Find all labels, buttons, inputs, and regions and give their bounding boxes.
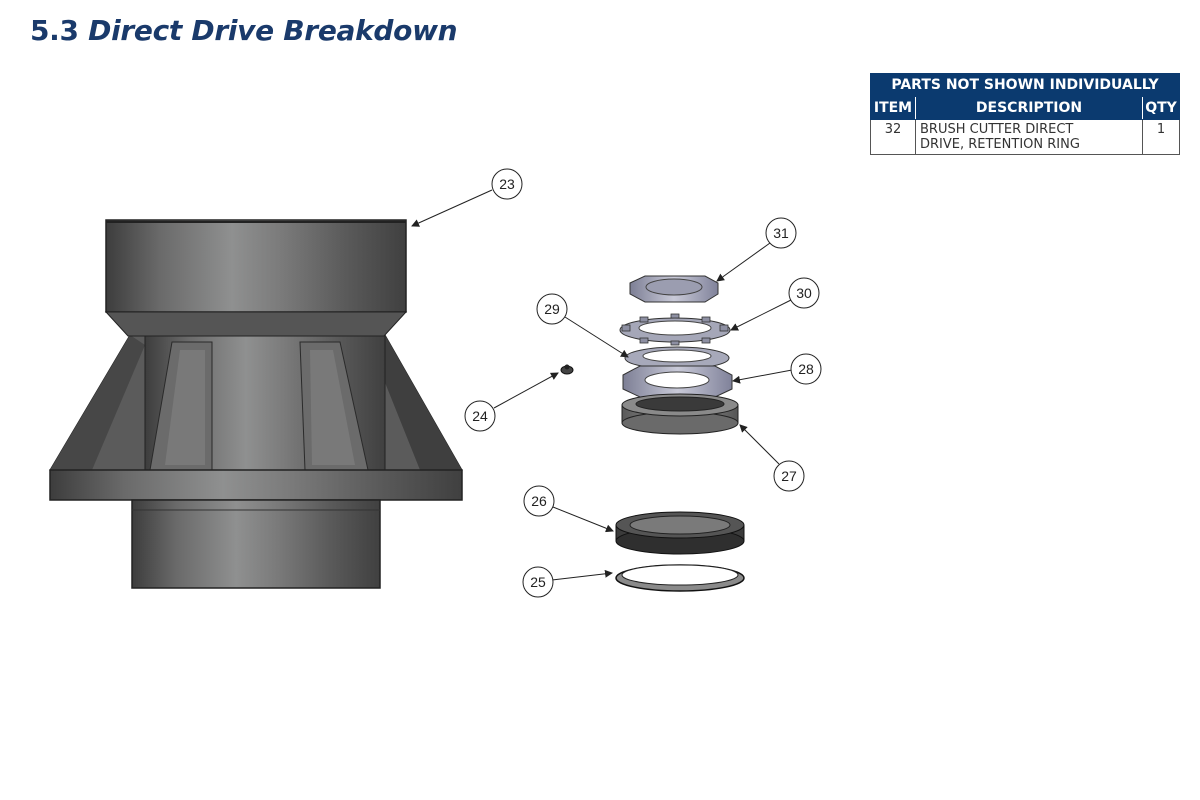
callout-label-23: 23	[499, 176, 515, 192]
header-description: DESCRIPTION	[915, 96, 1143, 120]
tab-washer-part-30	[619, 313, 731, 346]
header-item: ITEM	[870, 96, 916, 120]
table-title: PARTS NOT SHOWN INDIVIDUALLY	[870, 73, 1180, 97]
callout-28: 28	[732, 353, 822, 385]
table-title-row: PARTS NOT SHOWN INDIVIDUALLY	[870, 73, 1180, 97]
callout-30: 30	[730, 277, 820, 331]
callout-label-29: 29	[544, 301, 560, 317]
table-row: 32 BRUSH CUTTER DIRECT DRIVE, RETENTION …	[870, 119, 1180, 155]
callout-27: 27	[739, 424, 805, 492]
cell-description: BRUSH CUTTER DIRECT DRIVE, RETENTION RIN…	[915, 119, 1143, 155]
seal-part-26	[615, 511, 745, 555]
callout-24: 24	[464, 372, 559, 432]
section-title: Direct Drive Breakdown	[88, 14, 458, 47]
header-qty: QTY	[1142, 96, 1180, 120]
description-line-2: DRIVE, RETENTION RING	[920, 137, 1080, 152]
ring-part-25	[615, 564, 745, 592]
callout-25: 25	[522, 566, 613, 598]
cell-qty: 1	[1142, 119, 1180, 155]
parts-not-shown-table: PARTS NOT SHOWN INDIVIDUALLY ITEM DESCRI…	[870, 73, 1180, 155]
section-number: 5.3	[30, 14, 79, 47]
description-line-1: BRUSH CUTTER DIRECT	[920, 122, 1074, 137]
callout-label-25: 25	[530, 574, 546, 590]
callout-label-27: 27	[781, 468, 797, 484]
washer-part-29	[624, 346, 730, 370]
callout-label-31: 31	[773, 225, 789, 241]
callout-label-30: 30	[796, 285, 812, 301]
callout-31: 31	[716, 217, 797, 282]
grease-fitting-part-24	[560, 364, 574, 375]
callout-label-28: 28	[798, 361, 814, 377]
callout-26: 26	[523, 485, 614, 533]
callout-29: 29	[536, 293, 629, 358]
bearing-part-27	[621, 393, 739, 435]
table-header-row: ITEM DESCRIPTION QTY	[870, 96, 1180, 120]
callout-label-24: 24	[472, 408, 488, 424]
callouts: 23 24 25 26 27 28 29	[411, 168, 822, 598]
hub-housing-part-23	[49, 219, 463, 589]
nut-part-28	[622, 365, 733, 398]
page-title: 5.3 Direct Drive Breakdown	[30, 14, 458, 47]
lock-nut-part-31	[629, 275, 719, 303]
cell-item: 32	[870, 119, 916, 155]
callout-23: 23	[411, 168, 523, 227]
callout-label-26: 26	[531, 493, 547, 509]
